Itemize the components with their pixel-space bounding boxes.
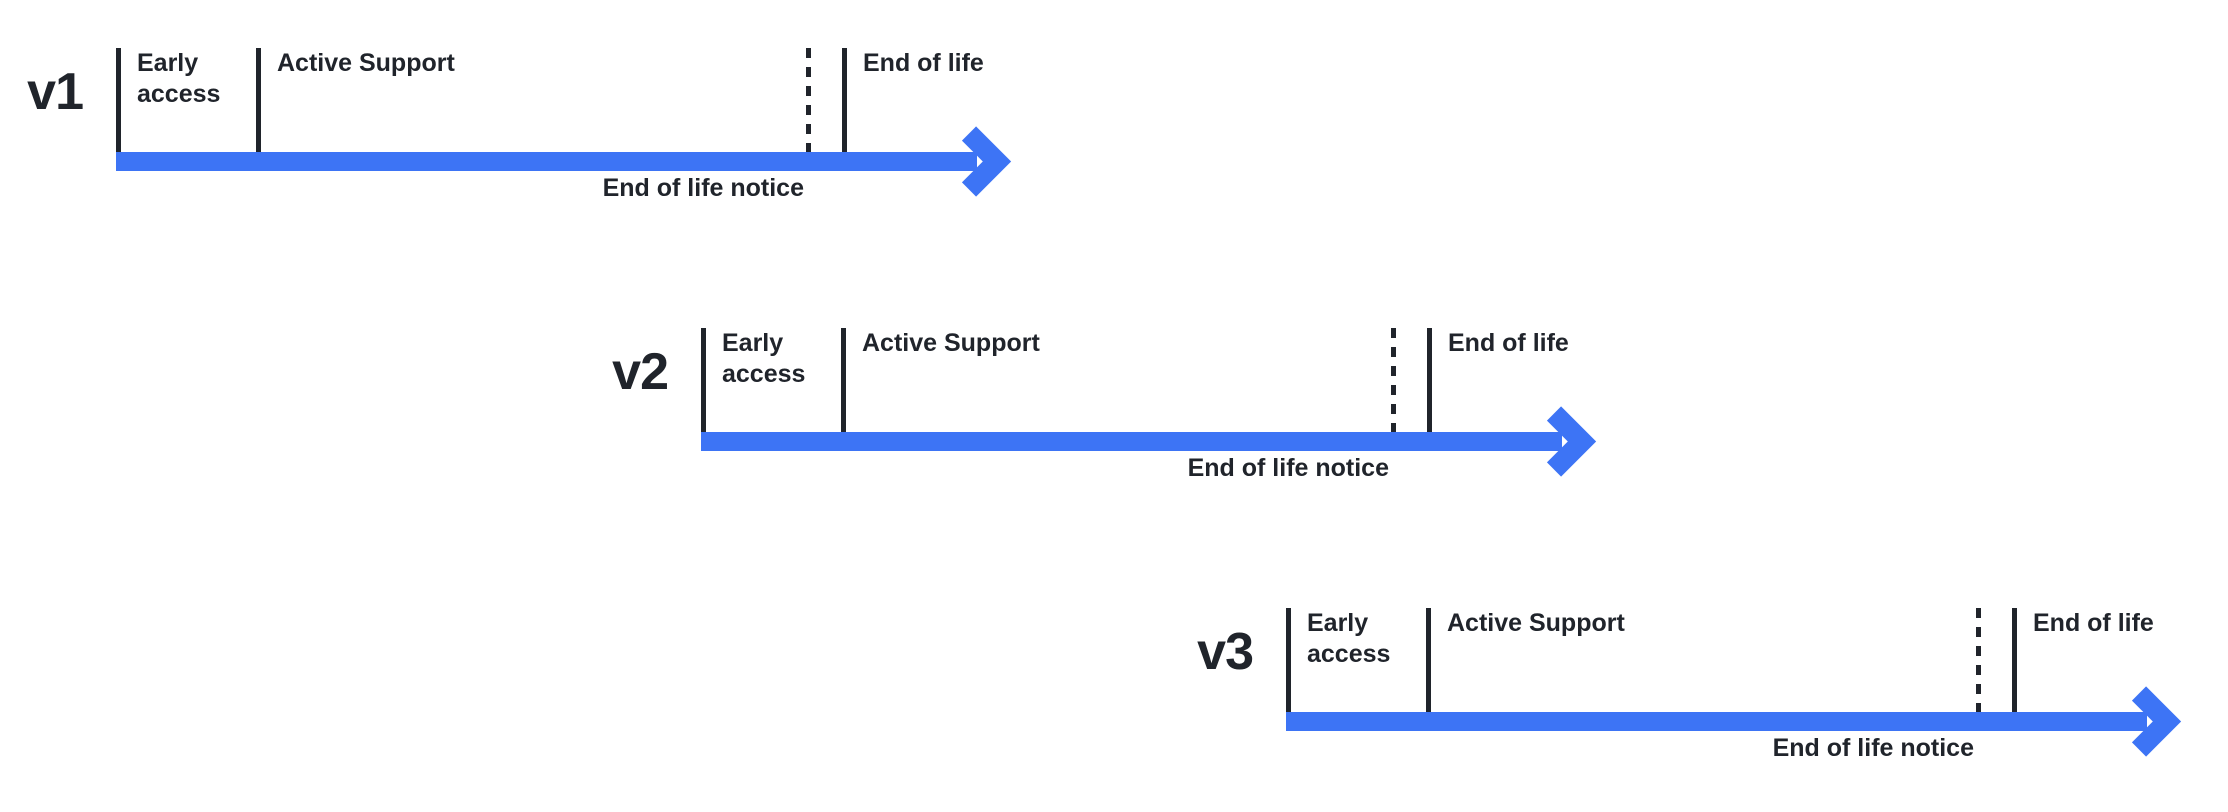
timeline-v1: v1 Early access Active Support End of li…: [27, 48, 1066, 218]
active-support-label: Active Support: [277, 49, 455, 77]
timeline-v3: v3 Early access Active Support End of li…: [1197, 608, 2228, 778]
active-support-tick: [1426, 608, 1431, 712]
early-access-tick: [701, 328, 706, 432]
early-access-tick: [116, 48, 121, 152]
arrow-right-icon: [1286, 686, 2182, 757]
version-label: v2: [612, 343, 669, 401]
active-support-tick: [841, 328, 846, 432]
end-of-life-tick: [1427, 328, 1432, 432]
end-of-life-tick: [2012, 608, 2017, 712]
early-access-tick: [1286, 608, 1291, 712]
end-of-life-notice-label: End of life notice: [1187, 454, 1389, 482]
arrow-right-icon: [701, 406, 1597, 477]
end-of-life-tick: [842, 48, 847, 152]
active-support-label: Active Support: [1447, 609, 1625, 637]
active-support-tick: [256, 48, 261, 152]
arrow-right-icon: [116, 126, 1012, 197]
active-support-label: Active Support: [862, 329, 1040, 357]
end-of-life-notice-label: End of life notice: [602, 174, 804, 202]
end-of-life-label: End of life: [2033, 609, 2154, 637]
eol-notice-dashed-line: [1976, 608, 1981, 712]
version-label: v1: [27, 63, 84, 121]
end-of-life-notice-label: End of life notice: [1772, 734, 1974, 762]
timeline-v2: v2 Early access Active Support End of li…: [612, 328, 1651, 498]
eol-notice-dashed-line: [1391, 328, 1396, 432]
eol-notice-dashed-line: [806, 48, 811, 152]
early-access-label: Early access: [1307, 609, 1391, 668]
early-access-label: Early access: [137, 49, 221, 108]
version-label: v3: [1197, 623, 1254, 681]
end-of-life-label: End of life: [863, 49, 984, 77]
early-access-label: Early access: [722, 329, 806, 388]
end-of-life-label: End of life: [1448, 329, 1569, 357]
